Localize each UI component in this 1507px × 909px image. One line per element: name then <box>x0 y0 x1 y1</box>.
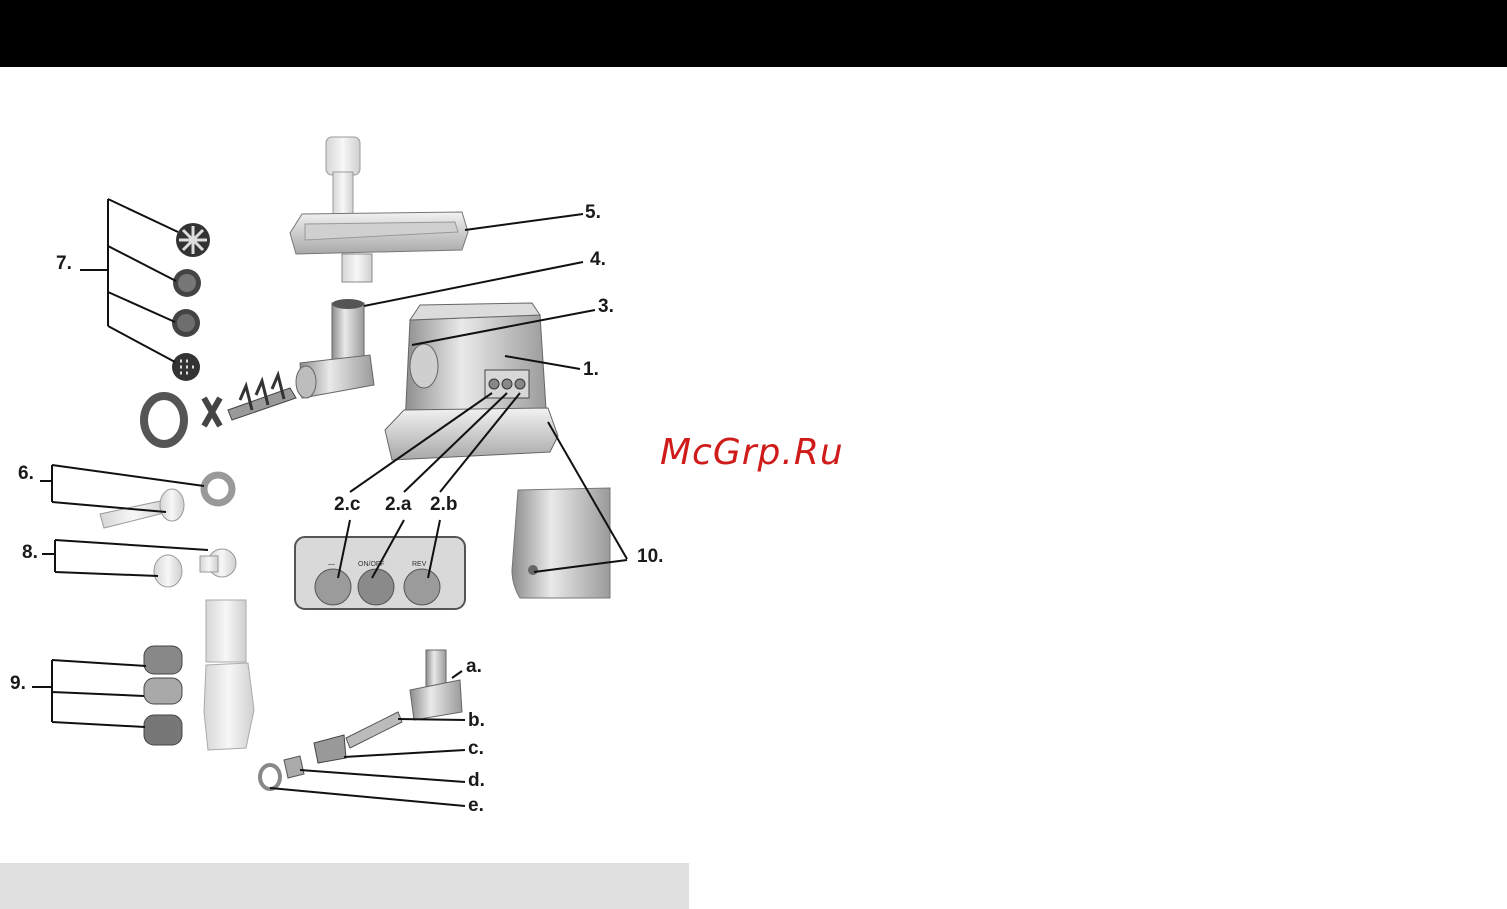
label-a: a. <box>466 656 482 678</box>
bottom-bar <box>0 863 689 909</box>
food-pusher <box>326 137 360 214</box>
label-7: 7. <box>56 253 72 275</box>
top-bar <box>0 0 1507 67</box>
svg-text:—: — <box>328 561 335 568</box>
label-10: 10. <box>637 546 663 568</box>
rev-label: REV <box>412 561 427 568</box>
shredder-housing <box>204 600 254 750</box>
grinding-tube <box>296 299 374 398</box>
label-9: 9. <box>10 673 26 695</box>
label-6: 6. <box>18 463 34 485</box>
kebbe-attachment <box>154 549 236 587</box>
grinding-discs <box>172 223 210 381</box>
label-3: 3. <box>598 296 614 318</box>
label-c: c. <box>468 738 484 760</box>
food-tray <box>290 212 468 282</box>
control-panel-detail: — ON/OFF REV <box>295 537 465 609</box>
label-d: d. <box>468 770 485 792</box>
auger-screw <box>228 375 296 420</box>
label-5: 5. <box>585 202 601 224</box>
label-8: 8. <box>22 542 38 564</box>
label-4: 4. <box>590 249 606 271</box>
cutting-knife <box>204 398 220 426</box>
label-2c: 2.c <box>334 494 360 516</box>
label-e: e. <box>468 795 484 817</box>
meat-grinder-diagram: — ON/OFF REV <box>0 67 700 857</box>
watermark: McGrp.Ru <box>660 432 844 473</box>
fixing-ring <box>144 396 184 444</box>
shredder-cones <box>144 646 182 745</box>
sausage-attachment <box>100 475 232 528</box>
label-2b: 2.b <box>430 494 457 516</box>
motor-housing <box>385 303 558 460</box>
label-b: b. <box>468 710 485 732</box>
label-1: 1. <box>583 359 599 381</box>
label-2a: 2.a <box>385 494 411 516</box>
